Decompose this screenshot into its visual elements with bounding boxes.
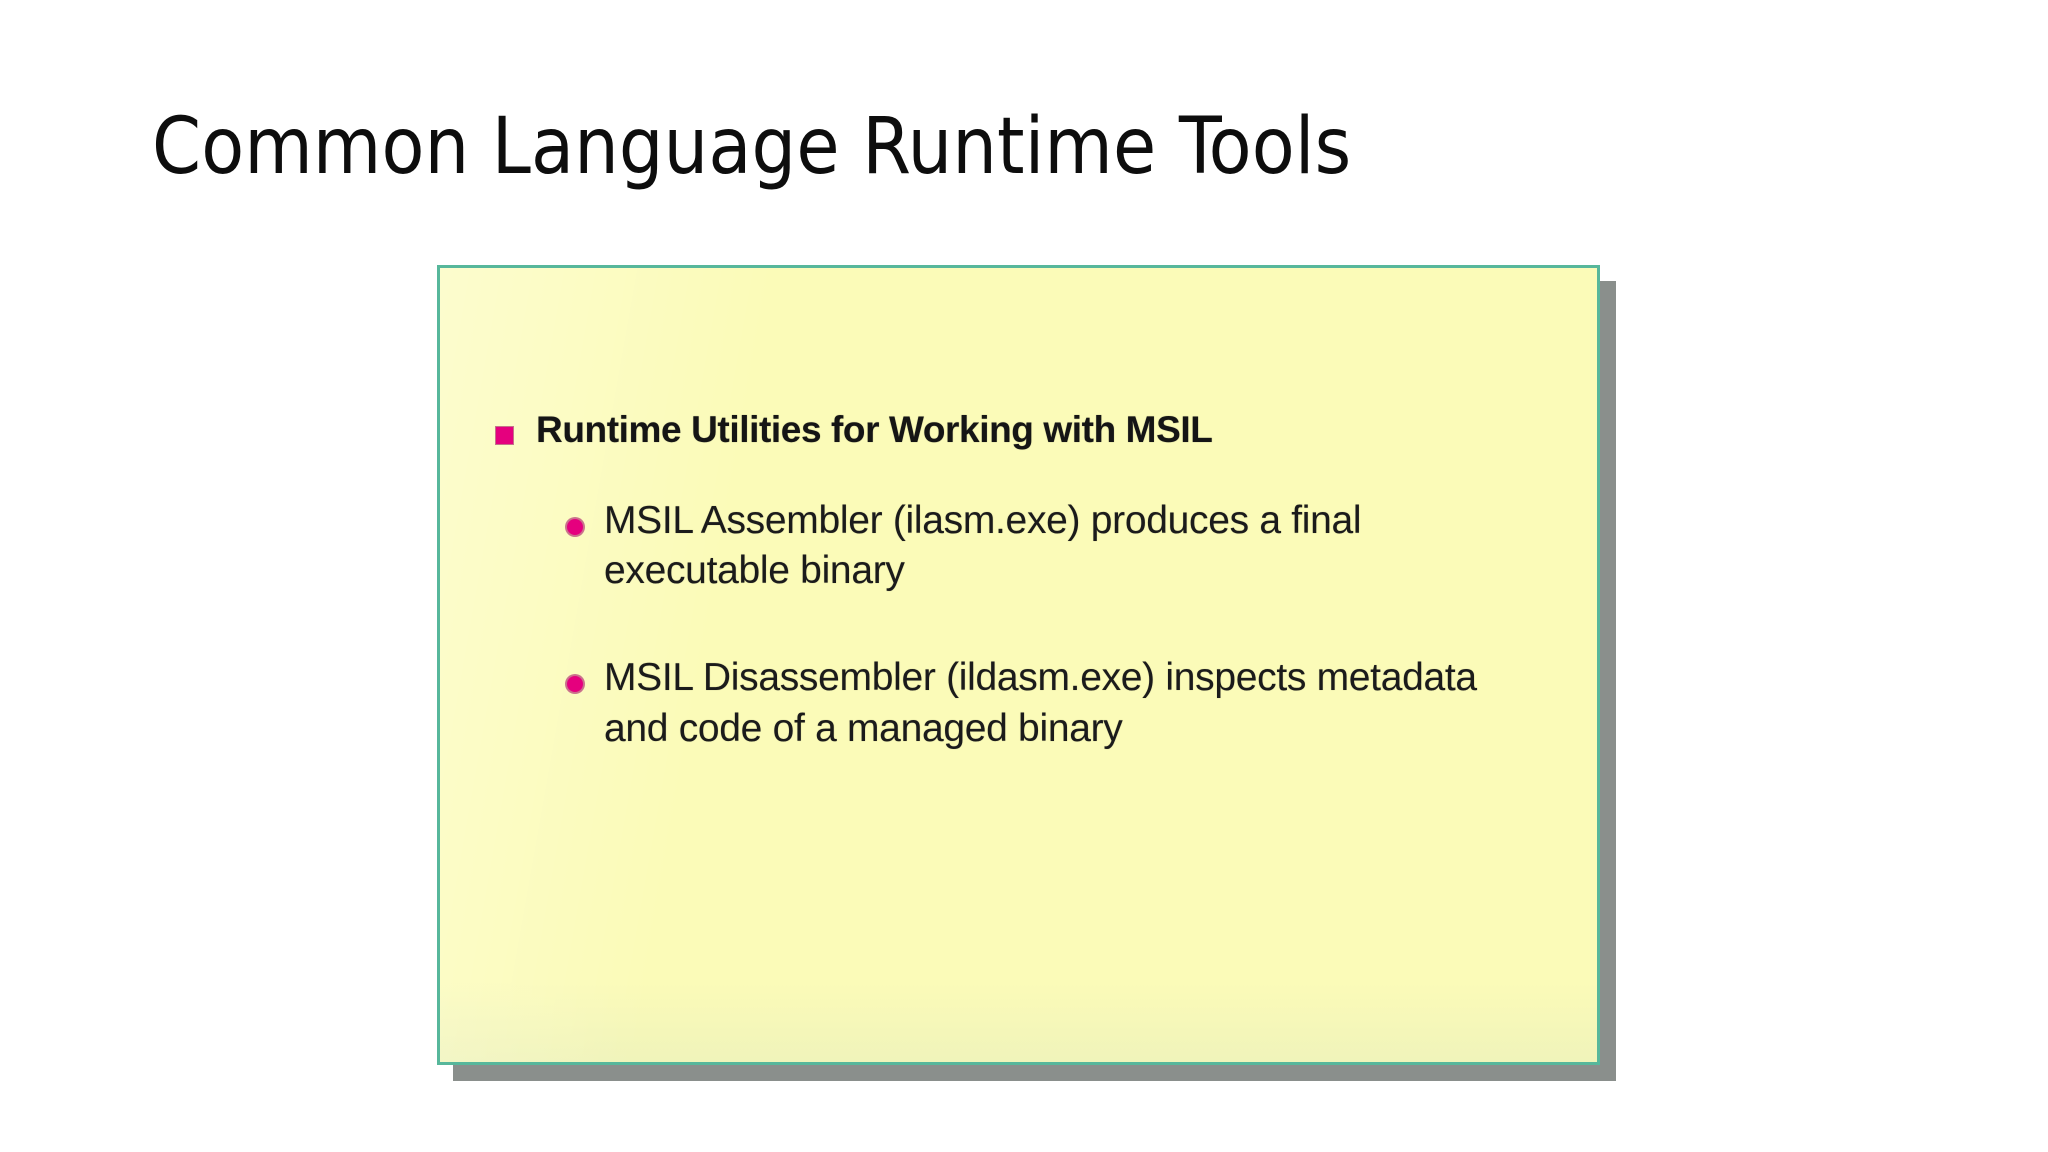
list-item-label: MSIL Disassembler (ildasm.exe) inspects … (604, 656, 1477, 750)
round-bullet-icon (567, 676, 583, 693)
list-item: MSIL Assembler (ilasm.exe) produces a fi… (567, 496, 1551, 597)
list-item-heading: Runtime Utilities for Working with MSIL (496, 408, 1551, 452)
list-item: MSIL Disassembler (ildasm.exe) inspects … (567, 653, 1551, 754)
list-item-label: MSIL Assembler (ilasm.exe) produces a fi… (604, 498, 1362, 593)
figure-frame: Runtime Utilities for Working with MSIL … (437, 265, 1600, 1065)
heading-label: Runtime Utilities for Working with MSIL (536, 409, 1213, 450)
square-bullet-icon (496, 427, 513, 444)
figure-content: Runtime Utilities for Working with MSIL … (440, 268, 1597, 754)
sub-bullet-list: MSIL Assembler (ilasm.exe) produces a fi… (496, 496, 1551, 755)
page-title: Common Language Runtime Tools (152, 102, 1352, 192)
embedded-slide-image: Runtime Utilities for Working with MSIL … (437, 265, 1616, 1081)
round-bullet-icon (567, 518, 583, 535)
